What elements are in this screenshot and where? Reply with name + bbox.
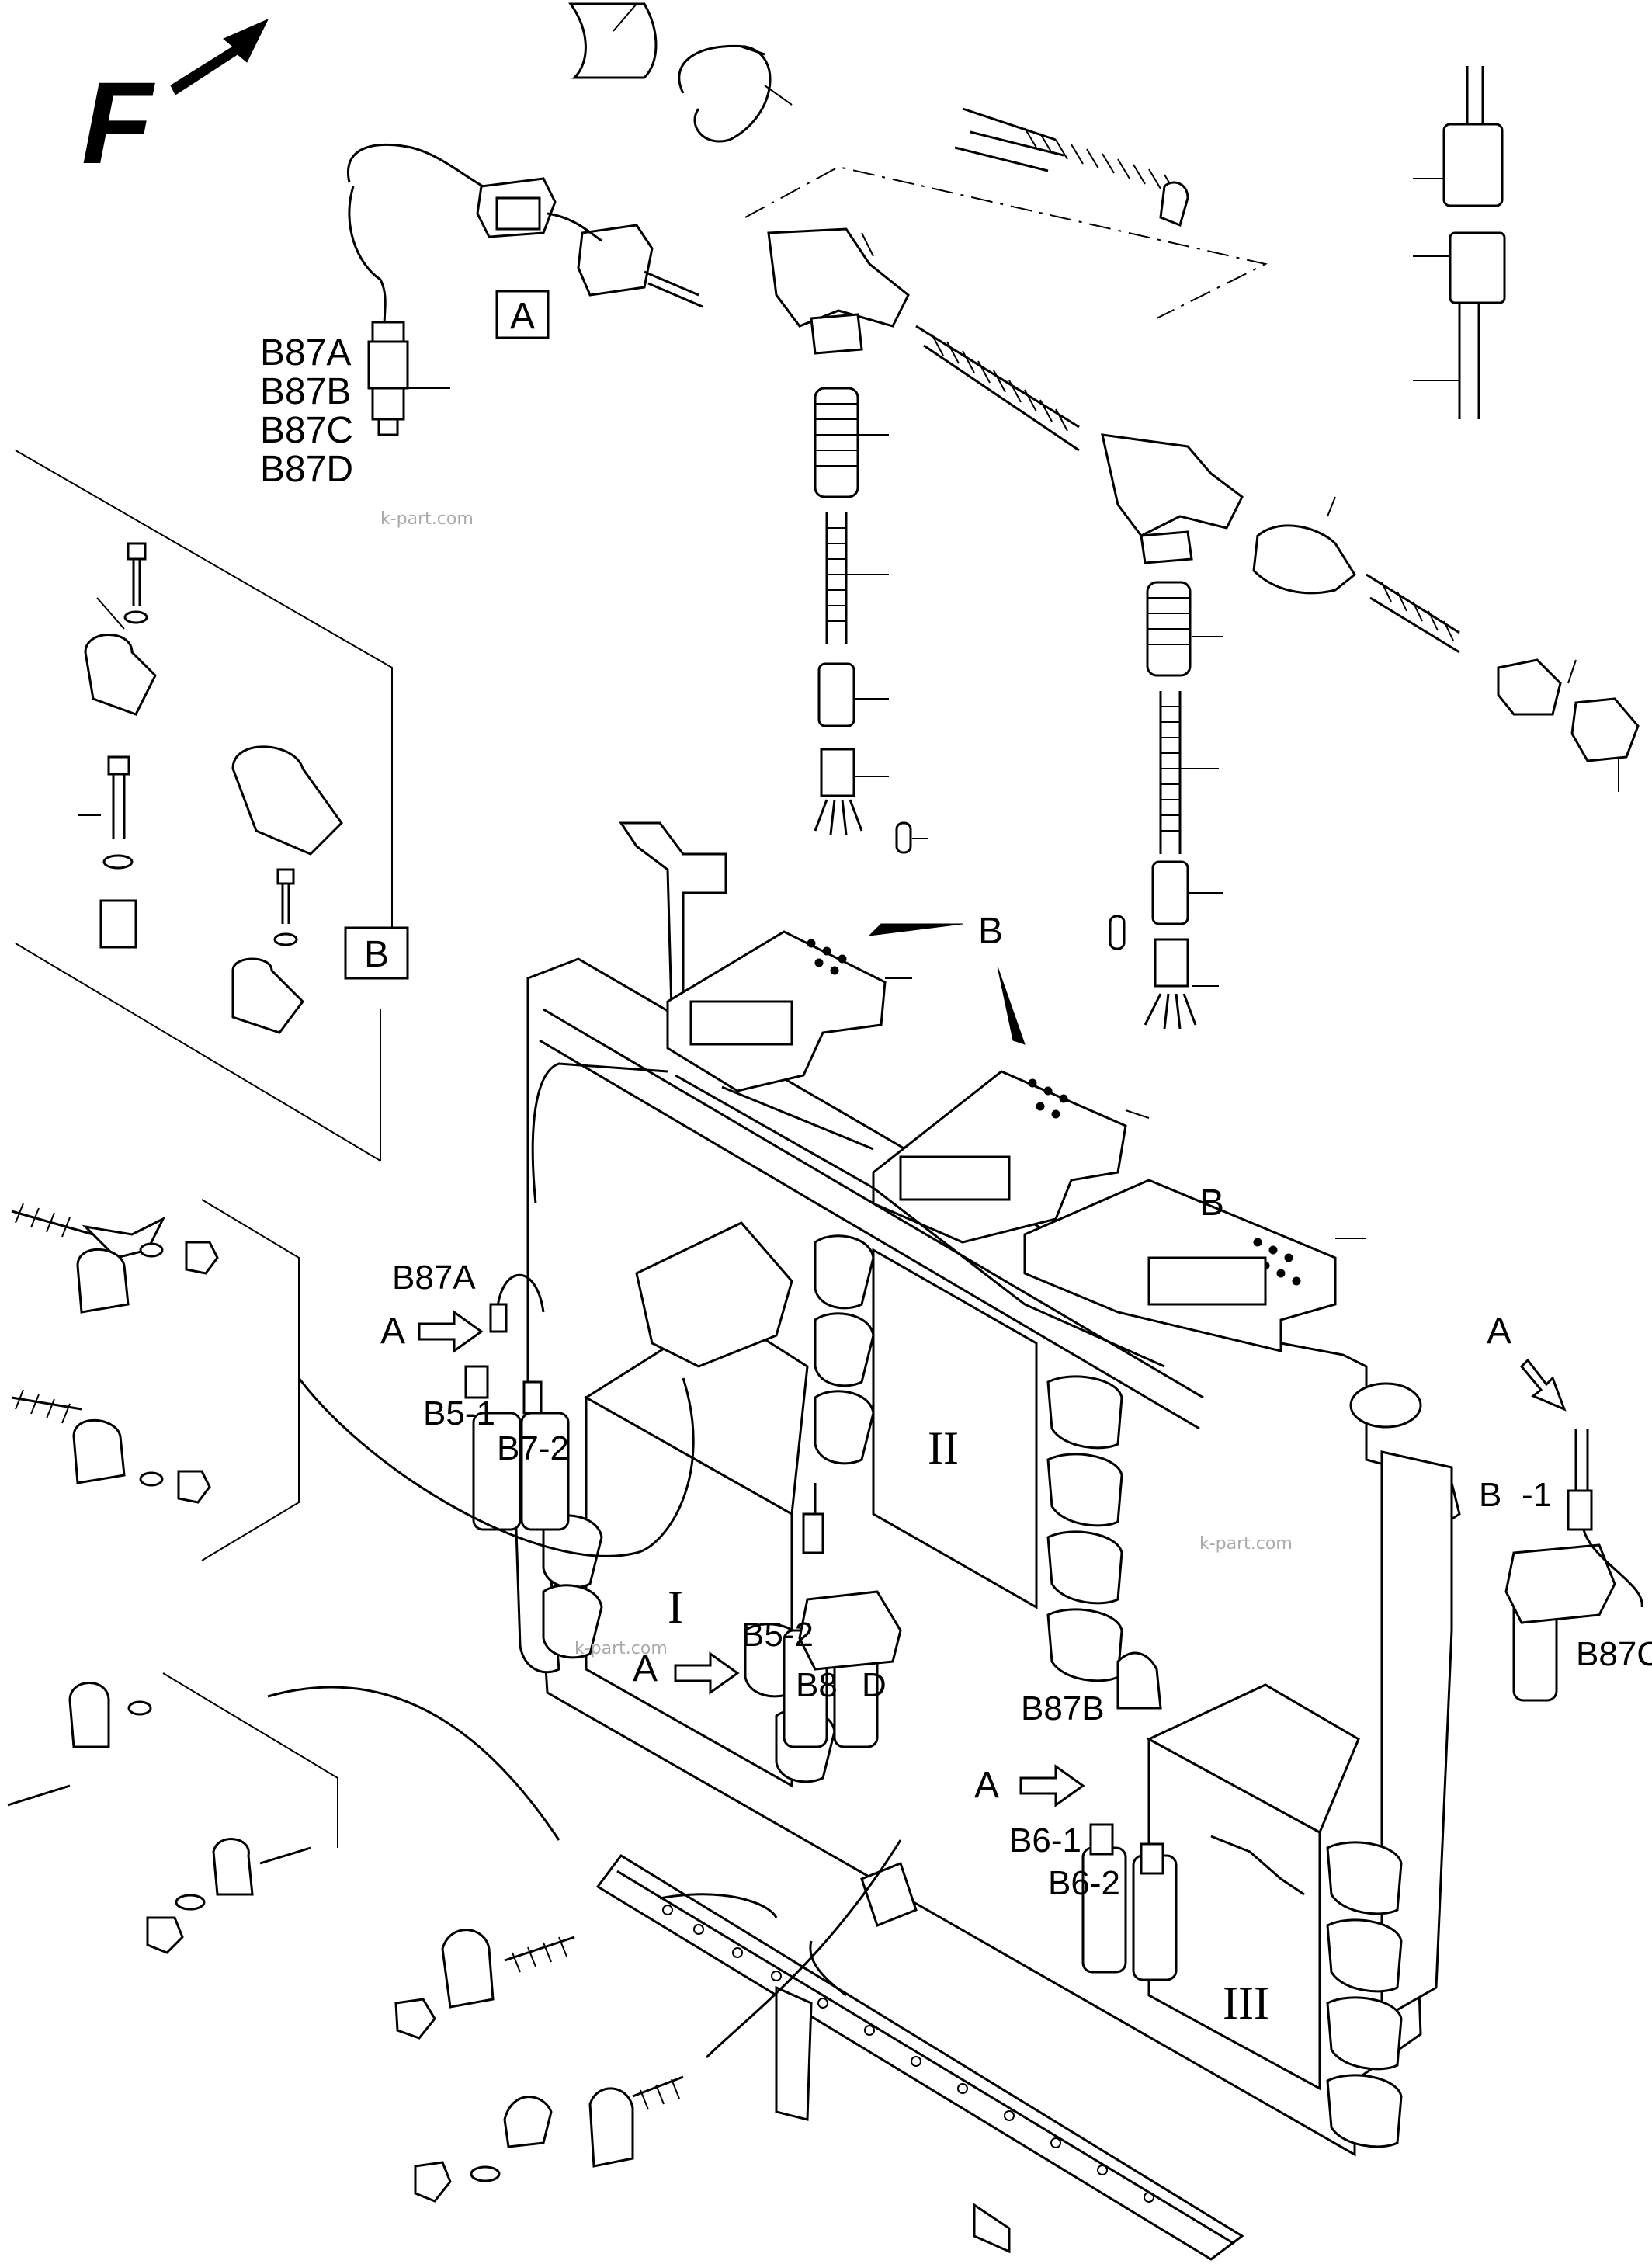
callout-a-right: A: [1487, 1311, 1511, 1352]
harness-drop-right: [1109, 581, 1219, 1030]
front-arrow-icon: [170, 18, 269, 95]
label-b87a: B87A: [392, 1259, 476, 1297]
front-direction-marker: F: [82, 18, 269, 188]
watermark: k-part.com: [1199, 1534, 1293, 1554]
module-b-middle: [872, 1070, 1127, 1244]
valve-block-assembly: [267, 821, 1643, 2261]
arrow-icon: [1019, 1764, 1085, 1807]
arrow-icon: [418, 1310, 484, 1353]
label-b87c: B87C: [1576, 1635, 1652, 1673]
sensor-list-item: B87B: [260, 371, 351, 412]
section-two-label: II: [928, 1422, 959, 1474]
connector-detail-a: A: [347, 143, 703, 436]
callout-b-text: B: [364, 934, 389, 975]
callout-b-top: B: [978, 911, 1003, 952]
arrow-icon: [997, 966, 1026, 1045]
callout-a-text: A: [510, 296, 535, 337]
sensor-list-item: B87A: [260, 332, 351, 373]
callout-a-lower: A: [974, 1765, 999, 1806]
cable-sleeve-top: [568, 2, 658, 79]
label-b6-1: B6-1: [1009, 1821, 1081, 1859]
callout-a-left: A: [380, 1311, 405, 1352]
harness-upper: [744, 107, 1640, 792]
label-d: D: [862, 1666, 887, 1704]
arrow-icon: [868, 923, 963, 936]
label-b6-2: B6-2: [1048, 1864, 1120, 1902]
callout-box-b: [344, 926, 409, 980]
section-one-label: I: [668, 1582, 683, 1633]
module-b-left: [666, 930, 887, 1092]
label-b5-2: B5-2: [741, 1616, 814, 1654]
callout-b-right-module: B: [1199, 1182, 1224, 1224]
watermark: k-part.com: [380, 509, 474, 529]
sensor-list-item: B87C: [260, 410, 353, 451]
label-b7-2: B7-2: [497, 1429, 569, 1467]
clamp-group-bottom-left: [7, 1672, 684, 2203]
harness-drop-left: [814, 387, 928, 854]
clamp-panel-b: B: [15, 450, 409, 1162]
section-three-label: III: [1223, 1978, 1269, 2029]
module-b-right: [1023, 1179, 1337, 1352]
connector-pair-top-right: [1413, 66, 1506, 419]
sensor-list-item: B87D: [260, 449, 353, 490]
watermarks: k-part.com k-part.com k-part.com: [380, 509, 1293, 1658]
watermark: k-part.com: [574, 1639, 668, 1658]
callout-a-center: A: [633, 1648, 658, 1689]
arrow-icon: [1519, 1358, 1567, 1412]
sensor-label-list: B87A B87B B87C B87D: [260, 332, 353, 490]
leader-lines: [846, 232, 1366, 1239]
callout-box-a: [495, 290, 550, 339]
label-minus-1: -1: [1522, 1476, 1552, 1514]
cable-tie: [678, 44, 793, 143]
label-b87b: B87B: [1021, 1689, 1105, 1728]
callouts-main: B B A A A A B87A B5-1 B7-2 B5-2 B8 D B87…: [380, 911, 1652, 2029]
clamp-panel-lower-left: [11, 1199, 300, 1561]
label-b5-1: B5-1: [423, 1394, 495, 1432]
label-b-partial: B: [1479, 1476, 1501, 1514]
label-b8: B8: [796, 1666, 838, 1704]
front-letter: F: [82, 57, 155, 188]
arrow-icon: [674, 1651, 740, 1695]
